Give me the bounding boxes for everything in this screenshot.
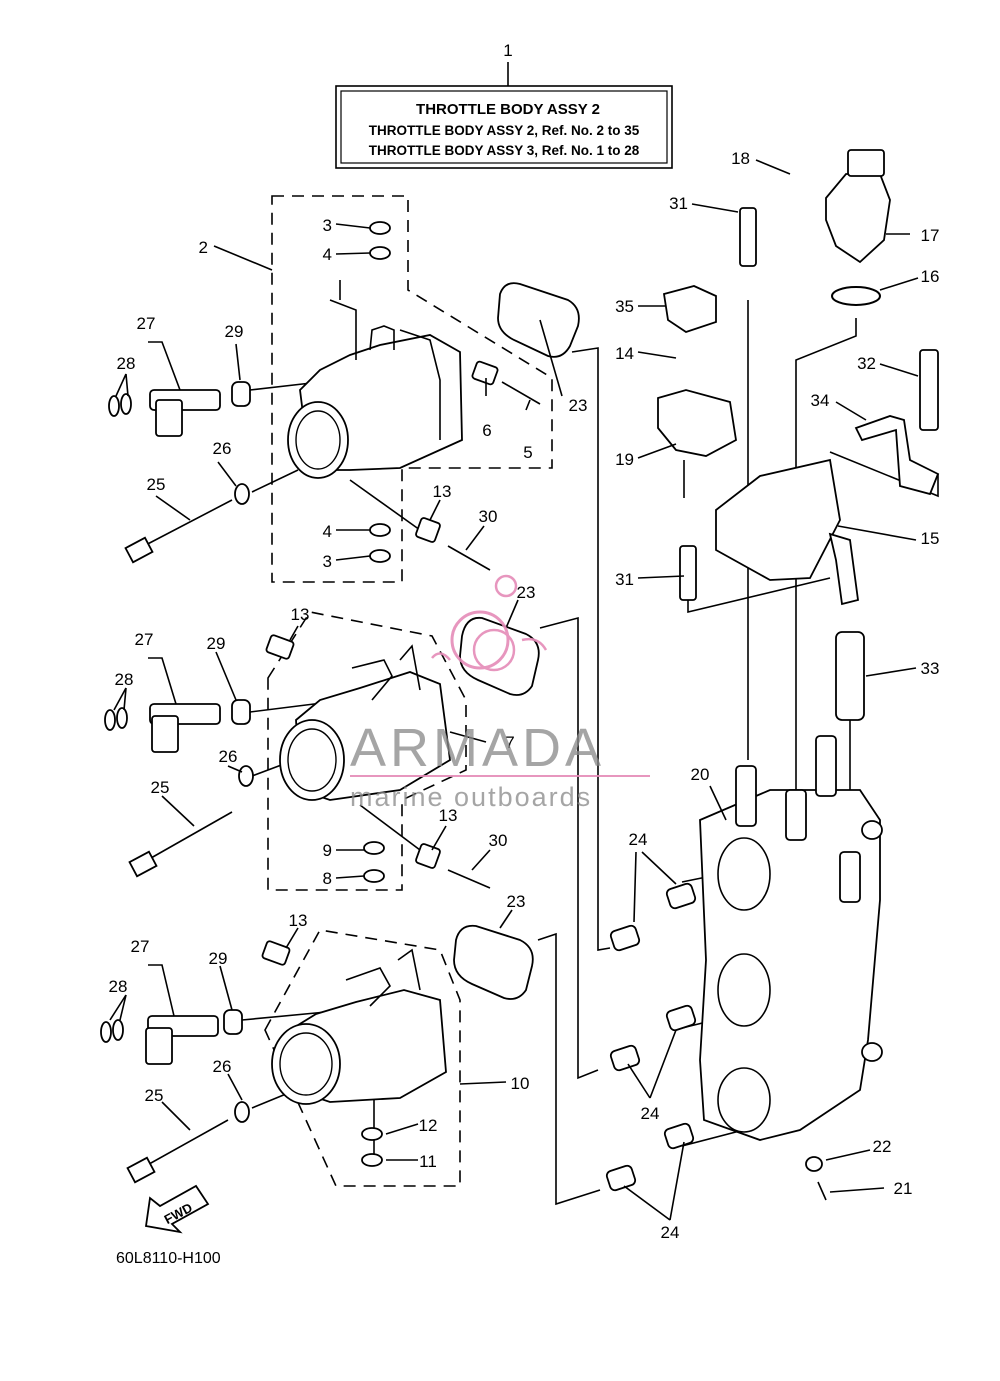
callout-5: 5 (523, 443, 532, 462)
watermark-logo (431, 574, 548, 672)
callout-4-top: 4 (323, 245, 332, 264)
callout-27-b: 27 (135, 630, 154, 649)
injector-bottom (100, 1009, 243, 1065)
callout-23-bottom: 23 (507, 892, 526, 911)
group-outline-middle (267, 611, 467, 891)
callout-26-b: 26 (219, 747, 238, 766)
callout-30-b: 30 (489, 831, 508, 850)
watermark-brand: ARMADA (350, 718, 605, 778)
callout-2: 2 (199, 238, 208, 257)
callout-1: 1 (503, 41, 512, 60)
callout-13-d: 13 (289, 911, 308, 930)
sensor-17 (825, 173, 891, 264)
fitting-15 (715, 458, 841, 581)
group-outline-bottom (264, 929, 461, 1187)
callout-28-c: 28 (109, 977, 128, 996)
leader-lines (109, 159, 919, 1221)
callout-24-c: 24 (661, 1223, 680, 1242)
callout-22: 22 (873, 1137, 892, 1156)
right-assembly (657, 149, 940, 1201)
callout-7: 7 (505, 733, 514, 752)
gasket-top (497, 282, 580, 358)
dowel-pins-24 (605, 882, 697, 1192)
callout-12: 12 (419, 1116, 438, 1135)
gasket-middle (459, 616, 540, 696)
callout-32: 32 (857, 354, 876, 373)
callout-27-a: 27 (137, 314, 156, 333)
callout-10: 10 (511, 1074, 530, 1093)
injector-middle (104, 699, 251, 753)
watermark: ARMADA marine outboards (350, 574, 650, 812)
callout-28-a: 28 (117, 354, 136, 373)
callout-24-a: 24 (629, 830, 648, 849)
callout-26-c: 26 (213, 1057, 232, 1076)
assembly-outlines (264, 195, 553, 1187)
callout-11: 11 (419, 1152, 437, 1171)
throttle-body-top (287, 280, 463, 479)
callout-3-top: 3 (323, 216, 332, 235)
callout-31-a: 31 (669, 194, 688, 213)
callout-23-middle: 23 (517, 583, 536, 602)
callout-25-a: 25 (147, 475, 166, 494)
watermark-tagline: marine outboards (350, 782, 592, 812)
callout-25-b: 25 (151, 778, 170, 797)
title-box: THROTTLE BODY ASSY 2 THROTTLE BODY ASSY … (335, 62, 673, 169)
throttle-body-bottom (271, 948, 447, 1105)
diagram-code: 60L8110-H100 (116, 1250, 221, 1267)
callout-27-c: 27 (131, 937, 150, 956)
title-heading: THROTTLE BODY ASSY 2 (416, 101, 600, 118)
callout-13-c: 13 (439, 806, 458, 825)
callout-23-top: 23 (569, 396, 588, 415)
callout-34: 34 (811, 391, 830, 410)
callout-26-a: 26 (213, 439, 232, 458)
washers-26 (234, 483, 254, 1123)
callout-8: 8 (323, 869, 332, 888)
callout-6: 6 (482, 421, 491, 440)
bolts-25 (124, 499, 233, 1184)
callout-13-a: 13 (433, 482, 452, 501)
gaskets (453, 282, 580, 1000)
callout-33: 33 (921, 659, 940, 678)
callout-labels: 1 2 3 4 4 3 5 6 7 8 9 10 11 12 13 13 13 … (109, 41, 940, 1242)
group-outline-top (271, 195, 553, 583)
callout-18: 18 (731, 149, 750, 168)
callout-20: 20 (691, 765, 710, 784)
callout-25-c: 25 (145, 1086, 164, 1105)
callout-4-lower: 4 (323, 522, 332, 541)
bracket-34 (854, 415, 940, 496)
callout-29-b: 29 (207, 634, 226, 653)
callout-21: 21 (894, 1179, 913, 1198)
title-line-2: THROTTLE BODY ASSY 3, Ref. No. 1 to 28 (369, 143, 640, 158)
callout-28-b: 28 (115, 670, 134, 689)
callout-19: 19 (615, 450, 634, 469)
callout-17: 17 (921, 226, 940, 245)
callout-30-a: 30 (479, 507, 498, 526)
small-hardware (261, 221, 541, 1167)
callout-9: 9 (323, 841, 332, 860)
gasket-bottom (453, 924, 534, 1000)
callout-31-b: 31 (615, 570, 634, 589)
callout-3-lower: 3 (323, 552, 332, 571)
intake-manifold-20 (699, 789, 881, 1141)
callout-16: 16 (921, 267, 940, 286)
callout-35: 35 (615, 297, 634, 316)
throttle-body-middle (279, 644, 451, 801)
callout-24-b: 24 (641, 1104, 660, 1123)
callout-15: 15 (921, 529, 940, 548)
title-line-1: THROTTLE BODY ASSY 2, Ref. No. 2 to 35 (369, 123, 640, 138)
callout-13-b: 13 (291, 605, 310, 624)
callout-29-a: 29 (225, 322, 244, 341)
callout-29-c: 29 (209, 949, 228, 968)
fwd-arrow: FWD (144, 1184, 210, 1234)
injector-top (108, 381, 251, 437)
callout-14: 14 (615, 344, 634, 363)
